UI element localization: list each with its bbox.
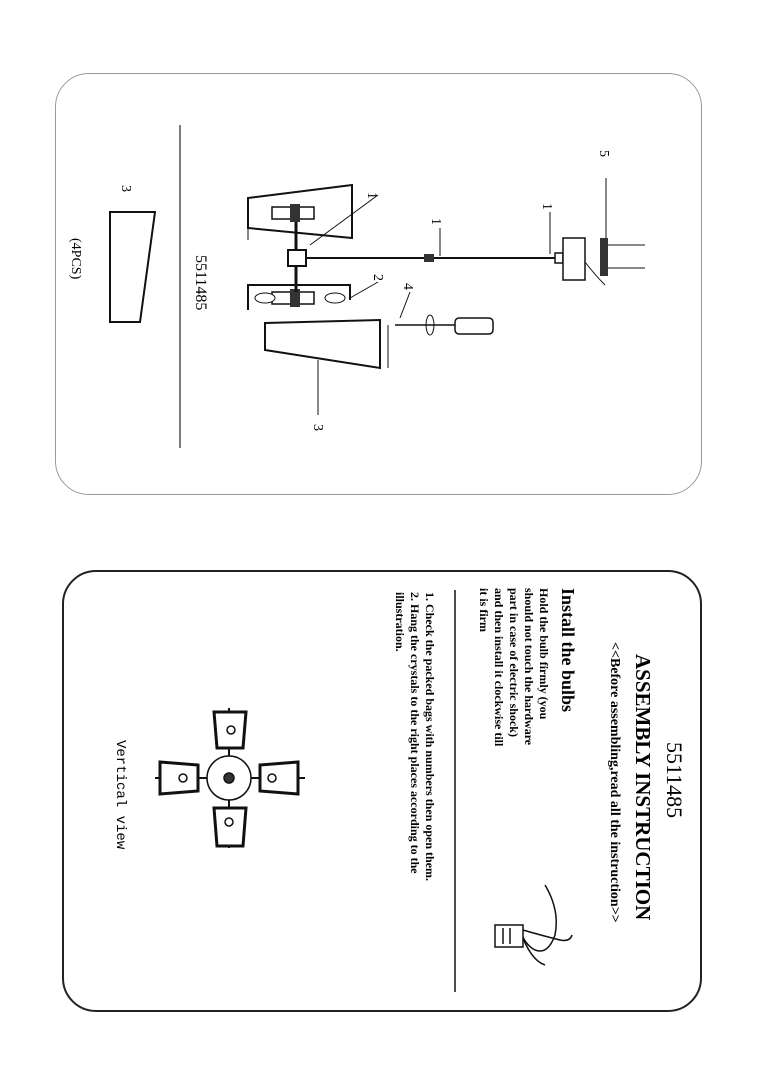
bottom-model-number: 5511485 — [662, 742, 687, 818]
assembly-title: ASSEMBLY INSTRUCTION — [631, 654, 655, 920]
vertical-view-illustration — [155, 708, 305, 848]
lower-shade-icon — [264, 318, 381, 370]
exploded-view-diagram: 1 1 1 2 4 3 5 3 (4PCS) 5511485 — [68, 125, 645, 448]
callout-arm: 1 — [364, 192, 379, 199]
top-model-number: 5511485 — [192, 255, 209, 310]
callout-rod-lower: 1 — [539, 203, 554, 210]
callout-shade: 3 — [310, 424, 325, 431]
screwdriver-icon — [387, 314, 494, 368]
callout-tool: 4 — [400, 283, 415, 290]
hand-bulb-icon — [494, 884, 573, 966]
install-line-3: part in case of electric shock) — [507, 588, 521, 737]
assembly-subtitle: <<Before assembling,read all the instruc… — [607, 642, 622, 923]
vertical-view-label: Vertical view — [112, 740, 128, 850]
step-3: illustration. — [393, 592, 407, 652]
install-line-1: Hold the bulb firmly (you — [537, 588, 551, 720]
callout-lines — [309, 178, 607, 415]
lower-shade-frame-icon — [247, 284, 351, 310]
center-hub-icon — [287, 222, 564, 292]
part-quantity-label: (4PCS) — [68, 238, 83, 280]
install-line-5: it is firm — [477, 588, 491, 632]
step-2: 2. Hang the crystals to the right places… — [408, 592, 422, 874]
exploded-view-sheet — [55, 73, 702, 495]
part-number-label: 3 — [118, 185, 133, 192]
step-1: 1. Check the packed bags with numbers th… — [423, 592, 437, 881]
install-line-4: and then install it clockwise till — [492, 588, 506, 747]
callout-canopy: 5 — [596, 150, 611, 157]
install-heading: Install the bulbs — [558, 588, 578, 712]
upper-shade-icon — [247, 183, 353, 240]
callout-bulb: 2 — [370, 274, 385, 281]
canopy-icon — [562, 237, 645, 286]
parts-list-shade-icon — [109, 211, 157, 323]
install-line-2: should not touch the hardware — [522, 588, 536, 746]
callout-rod-upper: 1 — [428, 218, 443, 225]
